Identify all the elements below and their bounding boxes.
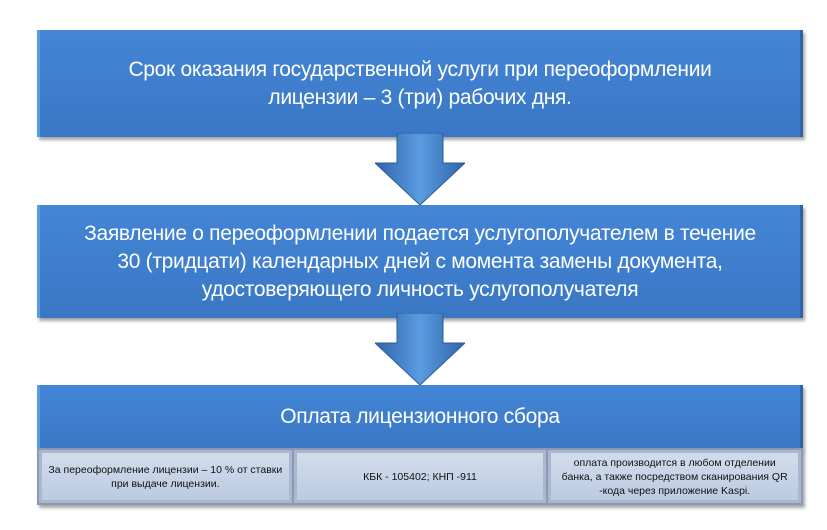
step-3-header: Оплата лицензионного сбора [37, 385, 803, 449]
step-3-title: Оплата лицензионного сбора [280, 405, 560, 428]
payment-rate-cell: За переоформление лицензии – 10 % от ста… [39, 450, 292, 503]
down-arrow-icon [375, 313, 465, 385]
down-arrow-icon [375, 133, 465, 205]
payment-method-cell: оплата производится в любом отделении ба… [548, 450, 802, 503]
step-1-text: Срок оказания государственной услуги при… [128, 57, 712, 109]
payment-details: За переоформление лицензии – 10 % от ста… [37, 448, 803, 505]
step-1-box: Срок оказания государственной услуги при… [37, 30, 803, 137]
payment-codes-cell: КБК - 105402; КНП -911 [293, 450, 547, 503]
step-2-box: Заявление о переоформлении подается услу… [37, 205, 803, 318]
step-2-text: Заявление о переоформлении подается услу… [84, 221, 756, 301]
